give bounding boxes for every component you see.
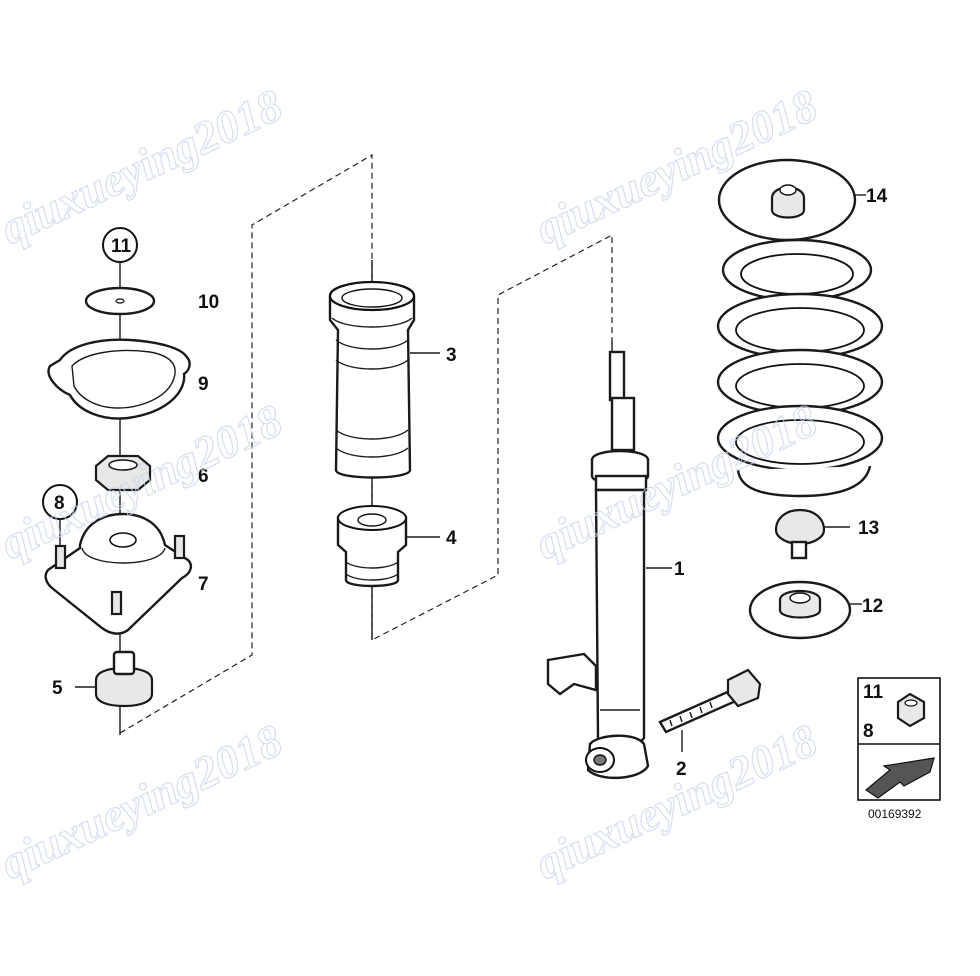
legend-number-11: 11 <box>863 682 884 703</box>
coil-spring <box>716 238 884 498</box>
legend-arrow-icon <box>864 757 935 799</box>
callout-4: 4 <box>446 528 457 549</box>
reference-number: 00169392 <box>868 807 922 821</box>
part-1-bracket <box>546 652 598 696</box>
watermark-5: qiuxueying2018 <box>0 714 290 889</box>
callout-9: 9 <box>198 374 209 395</box>
callout-10: 10 <box>198 292 219 313</box>
callout-circle-11 <box>102 227 138 263</box>
part-13-cap <box>774 508 826 546</box>
mount-stud-right <box>173 534 186 560</box>
dashed-guide-left <box>119 153 613 734</box>
part-1-rod-guide <box>610 396 636 452</box>
part-1-piston-rod <box>608 350 626 402</box>
callout-5: 5 <box>52 678 63 699</box>
part-3-dust-boot <box>328 281 416 479</box>
legend-number-8: 8 <box>863 721 874 742</box>
callout-11: 11 <box>111 236 132 257</box>
callout-8: 8 <box>54 493 65 514</box>
callout-12: 12 <box>862 596 883 617</box>
watermark-6: qiuxueying2018 <box>528 714 825 889</box>
part-2-bolt-head <box>726 668 762 708</box>
mount-stud-left <box>54 544 67 570</box>
mount-stud-front <box>110 590 123 616</box>
callout-7: 7 <box>198 574 209 595</box>
legend-nut-icon <box>896 692 926 728</box>
callout-6: 6 <box>198 466 209 487</box>
callout-3: 3 <box>446 345 457 366</box>
callout-1: 1 <box>674 559 685 580</box>
callout-14: 14 <box>866 186 888 207</box>
part-9-gasket <box>47 338 191 420</box>
callout-2: 2 <box>676 759 687 780</box>
watermark-1: qiuxueying2018 <box>0 79 290 254</box>
watermarks: qiuxueying2018 qiuxueying2018 qiuxueying… <box>0 79 825 890</box>
callout-13: 13 <box>858 518 879 539</box>
part-7-strut-mount <box>44 512 193 635</box>
